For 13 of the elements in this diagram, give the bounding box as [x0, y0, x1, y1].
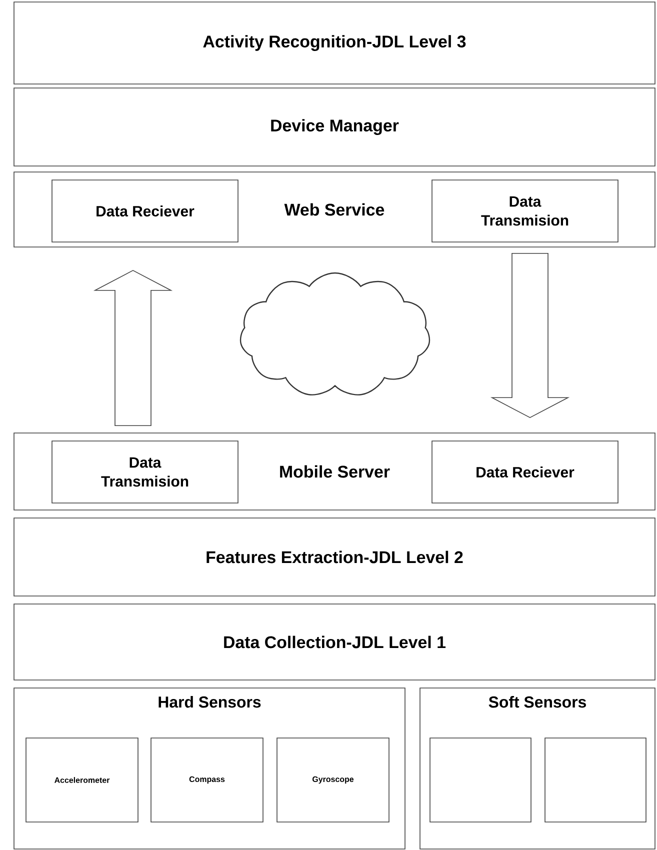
block-arrow — [490, 253, 570, 418]
module-box — [430, 738, 532, 822]
layer-band: Activity Recognition-JDL Level 3 — [14, 2, 656, 84]
module-box: Data Reciever — [432, 440, 618, 504]
layer-band: Device Manager — [14, 88, 656, 166]
module-box: Data Transmision — [432, 180, 618, 242]
block-arrow — [93, 270, 173, 426]
layer-band: Features Extraction-JDL Level 2 — [14, 518, 656, 596]
module-box: Data Reciever — [52, 180, 238, 242]
module-box — [544, 738, 646, 822]
module-box: Data Transmision — [52, 440, 238, 504]
cloud-shape — [240, 272, 430, 396]
layer-band: Data Collection-JDL Level 1 — [14, 604, 656, 680]
